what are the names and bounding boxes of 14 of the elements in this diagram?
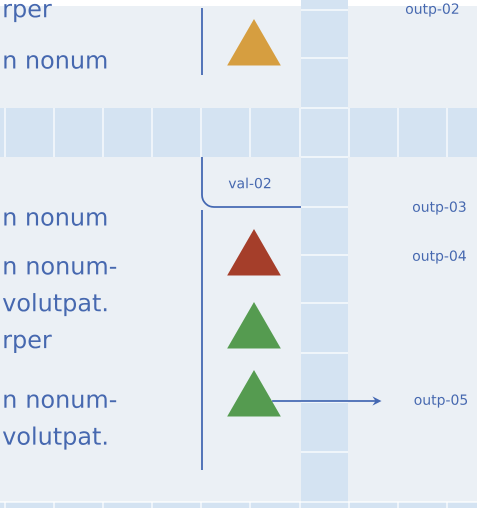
text-label: n nonum [4,212,106,226]
triangle-marker [227,229,281,276]
text-label: n nonum [4,55,106,69]
text-label: outp-04 [412,250,466,264]
text-label: rper [4,4,52,22]
text-label: outp-03 [412,201,466,215]
text-label: n nonum- volutpat. rper [2,260,116,354]
triangle-marker [227,19,281,66]
triangle-marker [227,302,281,348]
text-label: outp-02 [406,3,458,17]
triangle-marker [227,370,281,416]
text-label: outp-05 [414,394,468,408]
text-label: n nonum- volutpat. [2,394,116,450]
tab-label: val-02 [201,157,301,208]
